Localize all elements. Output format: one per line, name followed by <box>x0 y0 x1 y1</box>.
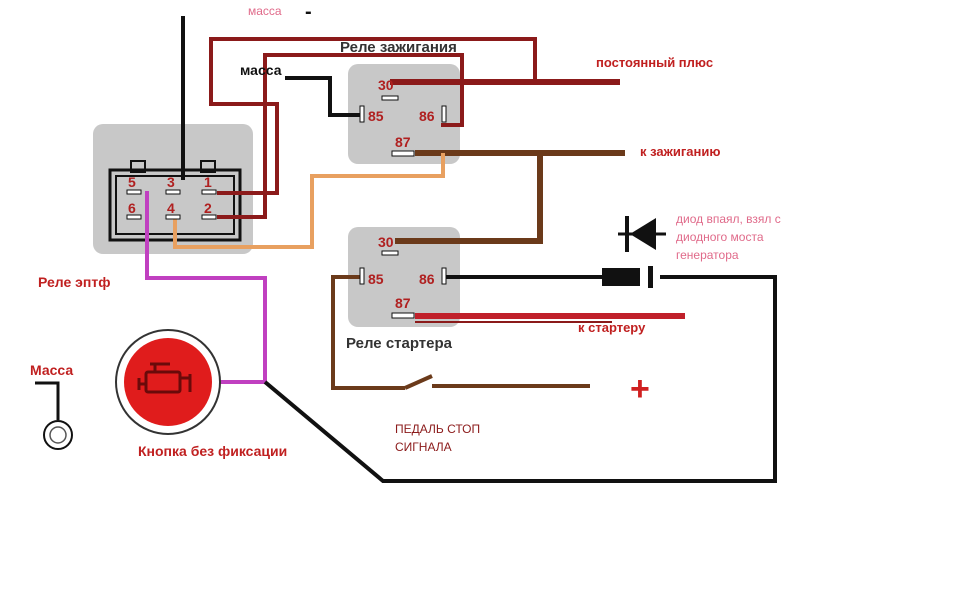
ign-pin-30: 30 <box>378 77 394 93</box>
eptf-slot-2 <box>201 214 217 220</box>
ground-ring-icon <box>43 420 73 450</box>
label-to-ignition: к зажиганию <box>640 144 720 159</box>
eptf-pin-4: 4 <box>167 200 175 216</box>
label-massa-left: Масса <box>30 362 73 378</box>
label-button: Кнопка без фиксации <box>138 443 287 459</box>
eptf-pin-6: 6 <box>128 200 136 216</box>
eptf-slot-1 <box>201 189 217 195</box>
start-pin-30: 30 <box>378 234 394 250</box>
wire-ign87-start30 <box>395 153 543 244</box>
label-massa-top: масса <box>248 4 282 18</box>
label-ign-relay: Реле зажигания <box>340 39 457 56</box>
eptf-pin-3: 3 <box>167 174 175 190</box>
eptf-relay-body <box>93 124 253 254</box>
ground-ring-hole <box>49 426 67 444</box>
eptf-latch-right <box>200 160 216 173</box>
start-slot-86 <box>441 267 447 285</box>
wire-orange-pin4 <box>173 153 445 249</box>
start-slot-87 <box>391 312 415 319</box>
ign-slot-85 <box>359 105 365 123</box>
label-diode-3: генератора <box>676 248 739 262</box>
ign-pin-86: 86 <box>419 108 435 124</box>
wire-start85-pedal <box>331 275 405 390</box>
label-diode-2: диодного моста <box>676 230 764 244</box>
ign-pin-85: 85 <box>368 108 384 124</box>
diode-band <box>648 266 653 288</box>
wire-darkred-pin1 <box>209 37 537 195</box>
diode-body <box>602 268 640 286</box>
eptf-pin-1: 1 <box>204 174 212 190</box>
label-pedal-2: СИГНАЛА <box>395 440 452 454</box>
label-massa-ign: масса <box>240 62 282 78</box>
ign-slot-87 <box>391 150 415 157</box>
wire-violet-button <box>145 191 267 384</box>
start-slot-85 <box>359 267 365 285</box>
label-diode-1: диод впаял, взял с <box>676 212 781 226</box>
button-face <box>124 338 212 426</box>
eptf-slot-5 <box>126 189 142 195</box>
label-minus: - <box>305 1 312 23</box>
ground-wire-left <box>35 381 60 420</box>
wire-ground-ign-85 <box>285 76 362 117</box>
start-slot-30 <box>381 250 399 256</box>
eptf-pin-5: 5 <box>128 174 136 190</box>
pedal-switch-blade <box>404 374 433 390</box>
label-starter-relay: Реле стартера <box>346 335 453 352</box>
ign-pin-87: 87 <box>395 134 411 150</box>
label-to-starter: к стартеру <box>578 320 646 335</box>
eptf-slot-3 <box>165 189 181 195</box>
start-pin-86: 86 <box>419 271 435 287</box>
start-pin-85: 85 <box>368 271 384 287</box>
start-pin-87: 87 <box>395 295 411 311</box>
label-plus: + <box>630 370 650 408</box>
ignition-relay-body <box>348 64 460 164</box>
eptf-slot-4 <box>165 214 181 220</box>
label-pedal-1: ПЕДАЛЬ СТОП <box>395 422 480 436</box>
eptf-pin-2: 2 <box>204 200 212 216</box>
wire-darkred-pin2 <box>217 53 464 219</box>
ign-slot-30 <box>381 95 399 101</box>
eptf-latch-left <box>130 160 146 173</box>
diode-symbol-icon <box>618 216 666 252</box>
starter-relay-body <box>348 227 460 327</box>
label-eptf-relay: Реле эптф <box>38 274 110 290</box>
wire-black-loop <box>263 275 777 483</box>
label-constant-plus: постоянный плюс <box>596 55 713 70</box>
ign-slot-86 <box>441 105 447 123</box>
eptf-slot-6 <box>126 214 142 220</box>
check-engine-icon <box>137 362 192 394</box>
